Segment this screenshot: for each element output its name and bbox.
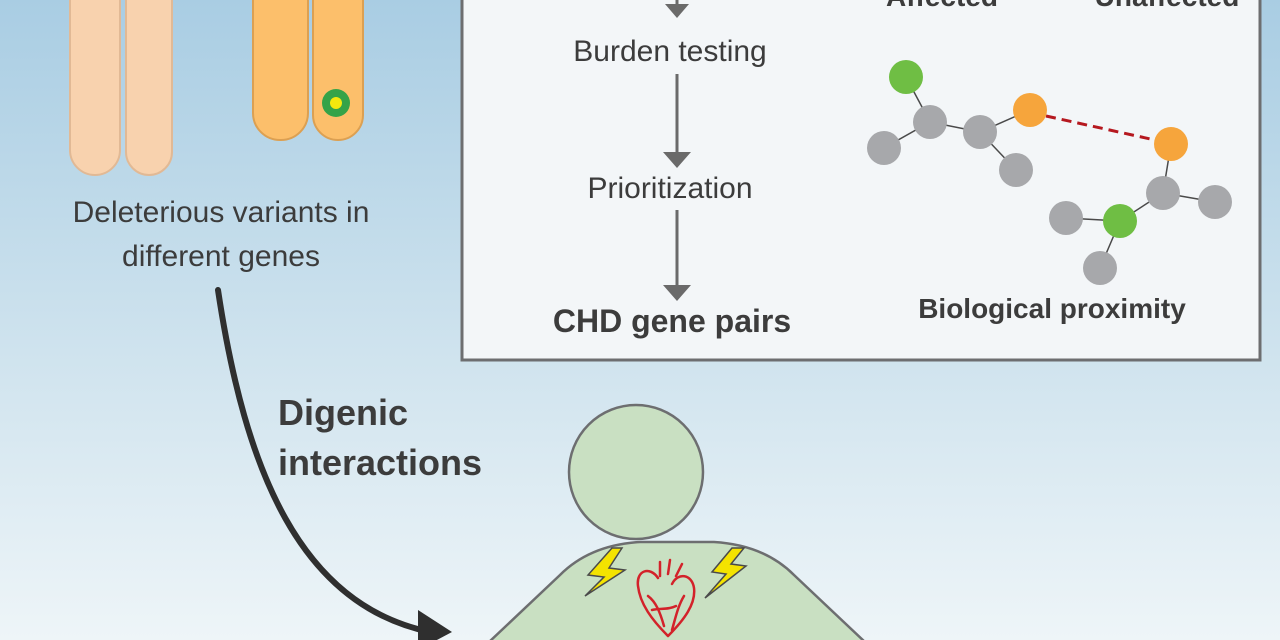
node-grey xyxy=(1146,176,1180,210)
node-green-affected xyxy=(889,60,923,94)
result-chd-gene-pairs: CHD gene pairs xyxy=(553,303,791,339)
affected-child-figure xyxy=(489,403,865,640)
lightning-left-icon xyxy=(584,547,628,597)
unaffected-parent-legs xyxy=(69,0,173,176)
node-grey xyxy=(999,153,1033,187)
left-caption-line2: different genes xyxy=(122,240,320,273)
node-grey xyxy=(867,131,901,165)
node-grey xyxy=(913,105,947,139)
node-orange-unaffected xyxy=(1154,127,1188,161)
arrow-label-line2: interactions xyxy=(278,442,482,483)
node-grey xyxy=(1198,185,1232,219)
digenic-arrow xyxy=(215,287,433,635)
workflow-arrows xyxy=(663,0,691,301)
proximity-dashed-link xyxy=(1045,114,1156,142)
node-orange-affected xyxy=(1013,93,1047,127)
lightning-right-icon xyxy=(704,547,748,599)
node-grey xyxy=(1049,201,1083,235)
step-prioritization: Prioritization xyxy=(587,172,752,205)
node-green-unaffected xyxy=(1103,204,1137,238)
label-affected: Affected xyxy=(886,0,998,12)
biological-proximity-caption: Biological proximity xyxy=(918,293,1186,324)
carrier-parent-legs xyxy=(252,0,364,141)
network-nodes xyxy=(867,60,1232,285)
left-caption-line1: Deleterious variants in xyxy=(73,196,370,229)
label-unaffected: Unaffected xyxy=(1095,0,1240,12)
heart-icon xyxy=(636,558,696,638)
analysis-panel xyxy=(460,0,1262,362)
node-grey xyxy=(963,115,997,149)
child-head xyxy=(567,403,705,541)
digenic-arrow-head-icon xyxy=(418,610,452,640)
child-body xyxy=(489,540,865,640)
arrow-label-line1: Digenic xyxy=(278,392,408,433)
step-burden-testing: Burden testing xyxy=(573,35,766,68)
node-grey xyxy=(1083,251,1117,285)
variant-marker-icon xyxy=(322,89,350,117)
